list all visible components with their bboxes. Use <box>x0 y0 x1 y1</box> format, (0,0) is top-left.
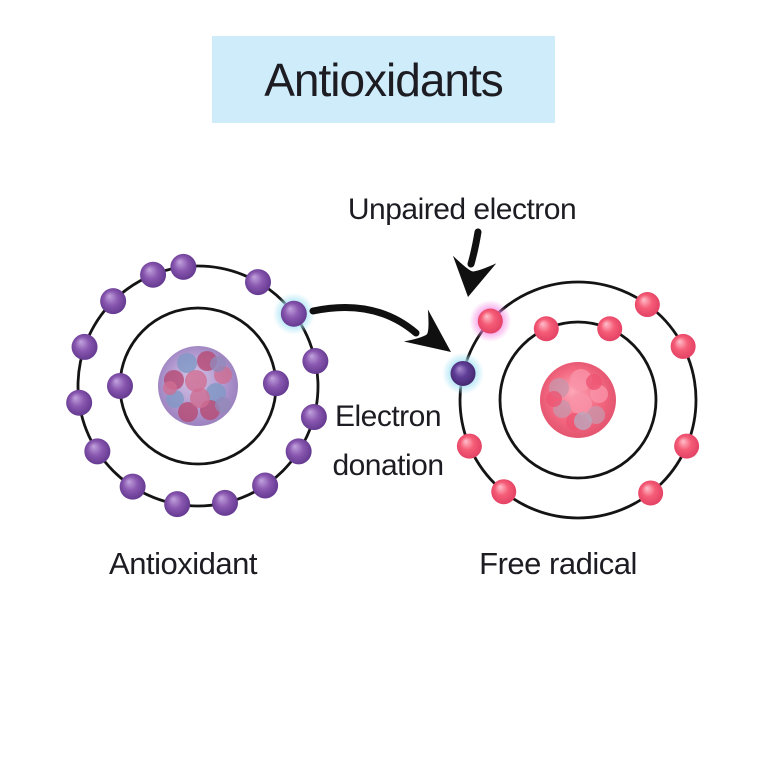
electron <box>140 261 167 288</box>
electron-sphere <box>262 370 289 397</box>
antioxidant-outer-orbit-ring <box>76 264 320 508</box>
electron <box>164 491 191 518</box>
electron <box>100 288 127 315</box>
electron-sphere <box>164 491 191 518</box>
electron-sphere <box>491 479 517 505</box>
electron <box>638 480 664 506</box>
unpaired-electron-sphere <box>477 308 503 334</box>
nucleon-dot <box>177 353 197 373</box>
free-radical-atom <box>442 280 700 520</box>
electron-donation-label: Electron donation <box>288 392 488 490</box>
electron <box>252 472 279 499</box>
electron <box>262 370 289 397</box>
electron-sphere <box>107 373 133 399</box>
electron-sphere <box>597 316 623 342</box>
electron <box>66 389 93 416</box>
electron-sphere <box>252 472 279 499</box>
electron <box>674 433 700 459</box>
electron-sphere <box>456 433 482 459</box>
electron-sphere <box>638 480 664 506</box>
electron-sphere <box>302 348 329 375</box>
unpaired-electron <box>469 300 512 343</box>
atoms-layer <box>66 253 700 520</box>
electron <box>71 333 98 360</box>
electron <box>107 373 133 399</box>
electron-sphere <box>674 433 700 459</box>
free-radical-label: Free radical <box>479 546 637 581</box>
free-radical-outer-orbit-ring <box>458 280 698 520</box>
title-banner: Antioxidants <box>212 36 555 123</box>
electron-donation-line1: Electron <box>334 400 442 433</box>
antioxidant-nucleus <box>158 346 238 426</box>
donated-electron <box>442 352 485 395</box>
unpaired-arrow-shaft <box>467 228 482 268</box>
nucleon-dot <box>215 397 231 413</box>
electron-sphere <box>533 316 559 342</box>
electron <box>533 316 559 342</box>
antioxidant-atom <box>66 253 329 518</box>
donated-electron-sphere <box>450 360 476 386</box>
unpaired-arrow-head <box>452 255 497 297</box>
electron <box>119 473 146 500</box>
electron-sphere <box>170 253 197 280</box>
electron <box>245 269 271 296</box>
nucleon-dot <box>570 393 592 415</box>
electron-sphere <box>245 269 271 296</box>
unpaired-electron-arrow <box>452 228 497 297</box>
nucleon-dot <box>574 412 592 430</box>
donation-arrow-shaft <box>309 303 420 337</box>
electron <box>211 489 238 516</box>
electron-sphere <box>100 288 127 315</box>
nucleon-dot <box>586 374 602 390</box>
free-radical-nucleus <box>540 362 616 438</box>
donation-arrow-head <box>403 309 451 352</box>
electron <box>491 479 517 505</box>
nucleon-dot <box>546 391 562 407</box>
electron-sphere <box>84 438 111 465</box>
electron <box>597 316 623 342</box>
page-title: Antioxidants <box>264 53 504 106</box>
nucleon-dot <box>163 381 177 395</box>
electron-sphere <box>66 389 93 416</box>
electron-sphere <box>71 333 98 360</box>
antioxidant-label: Antioxidant <box>109 546 257 581</box>
electron-sphere <box>119 473 146 500</box>
donor-electron <box>272 292 315 335</box>
electron-sphere <box>285 438 312 465</box>
electron <box>84 438 111 465</box>
electron-sphere <box>670 333 696 359</box>
electron <box>170 253 197 280</box>
electron-donation-line2: donation <box>332 449 444 482</box>
electron-sphere <box>211 489 238 516</box>
electron <box>670 333 696 359</box>
nucleon-dot <box>185 370 207 392</box>
electron-donation-arrow <box>309 303 451 352</box>
unpaired-electron-label: Unpaired electron <box>347 193 577 226</box>
nucleon-dot <box>570 369 592 391</box>
nucleon-dot <box>178 402 198 422</box>
electron-sphere <box>300 404 327 431</box>
free-radical-inner-orbit-ring <box>498 320 658 480</box>
electron-sphere <box>140 261 167 288</box>
electron <box>456 433 482 459</box>
electron <box>302 348 329 375</box>
donor-electron-sphere <box>280 300 307 327</box>
electron-sphere <box>634 292 660 318</box>
nucleon-dot <box>210 356 226 372</box>
electron <box>634 292 660 318</box>
electron <box>300 404 327 431</box>
electron <box>285 438 312 465</box>
nucleon-dot <box>190 388 210 408</box>
